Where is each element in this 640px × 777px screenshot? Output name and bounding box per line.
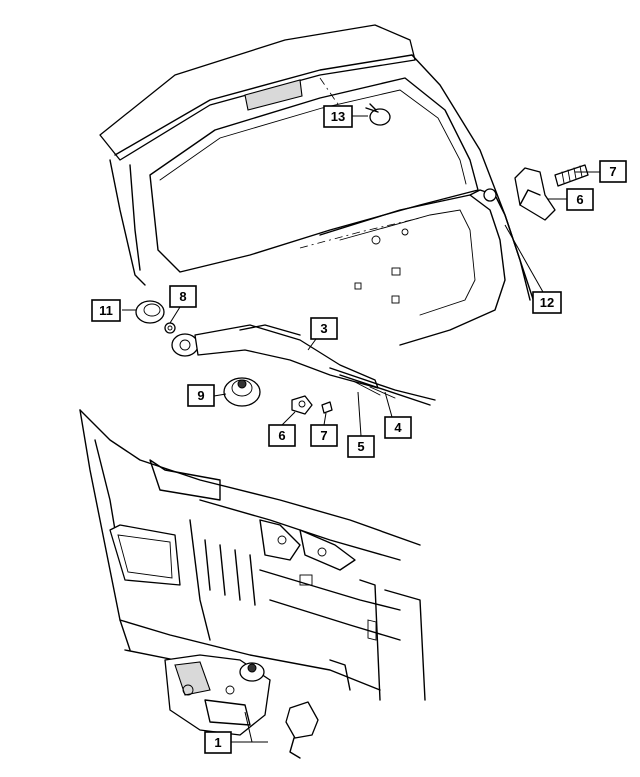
wiper-cap (135, 300, 165, 324)
rear-body-panel (79, 409, 426, 701)
callout-11: 11 (91, 299, 121, 322)
callout-13: 13 (323, 105, 353, 128)
svg-text:7: 7 (609, 164, 616, 179)
svg-text:6: 6 (278, 428, 285, 443)
wiper-motor (164, 654, 271, 736)
svg-text:6: 6 (576, 192, 583, 207)
screw-upper (554, 164, 589, 187)
svg-text:5: 5 (357, 439, 364, 454)
callout-6-lower: 6 (268, 424, 296, 447)
liftgate-illustration (99, 24, 536, 346)
callout-3: 3 (310, 317, 338, 340)
pivot-grommet-9 (223, 377, 261, 407)
nut-8 (164, 322, 176, 334)
brake-light (244, 79, 303, 111)
svg-text:12: 12 (540, 295, 554, 310)
arm-cover-lower (291, 395, 313, 415)
wiper-arm-and-blade (171, 324, 436, 406)
svg-text:11: 11 (99, 303, 113, 318)
callout-9: 9 (187, 384, 215, 407)
svg-text:13: 13 (331, 109, 345, 124)
motor-connector (285, 701, 319, 759)
leader-lines (122, 115, 600, 743)
callout-6-upper: 6 (566, 188, 594, 211)
svg-text:8: 8 (179, 289, 186, 304)
svg-text:4: 4 (394, 420, 402, 435)
callout-4: 4 (384, 416, 412, 439)
callout-8: 8 (169, 285, 197, 308)
svg-text:3: 3 (320, 321, 327, 336)
svg-text:1: 1 (214, 735, 221, 750)
callout-7-upper: 7 (599, 160, 627, 183)
wiper-arm-cover-upper (514, 167, 556, 221)
screw-lower (321, 401, 333, 414)
callout-1: 1 (204, 731, 232, 754)
callout-12: 12 (532, 291, 562, 314)
svg-text:9: 9 (197, 388, 204, 403)
callout-5: 5 (347, 435, 375, 458)
svg-text:7: 7 (320, 428, 327, 443)
callout-7-lower: 7 (310, 424, 338, 447)
